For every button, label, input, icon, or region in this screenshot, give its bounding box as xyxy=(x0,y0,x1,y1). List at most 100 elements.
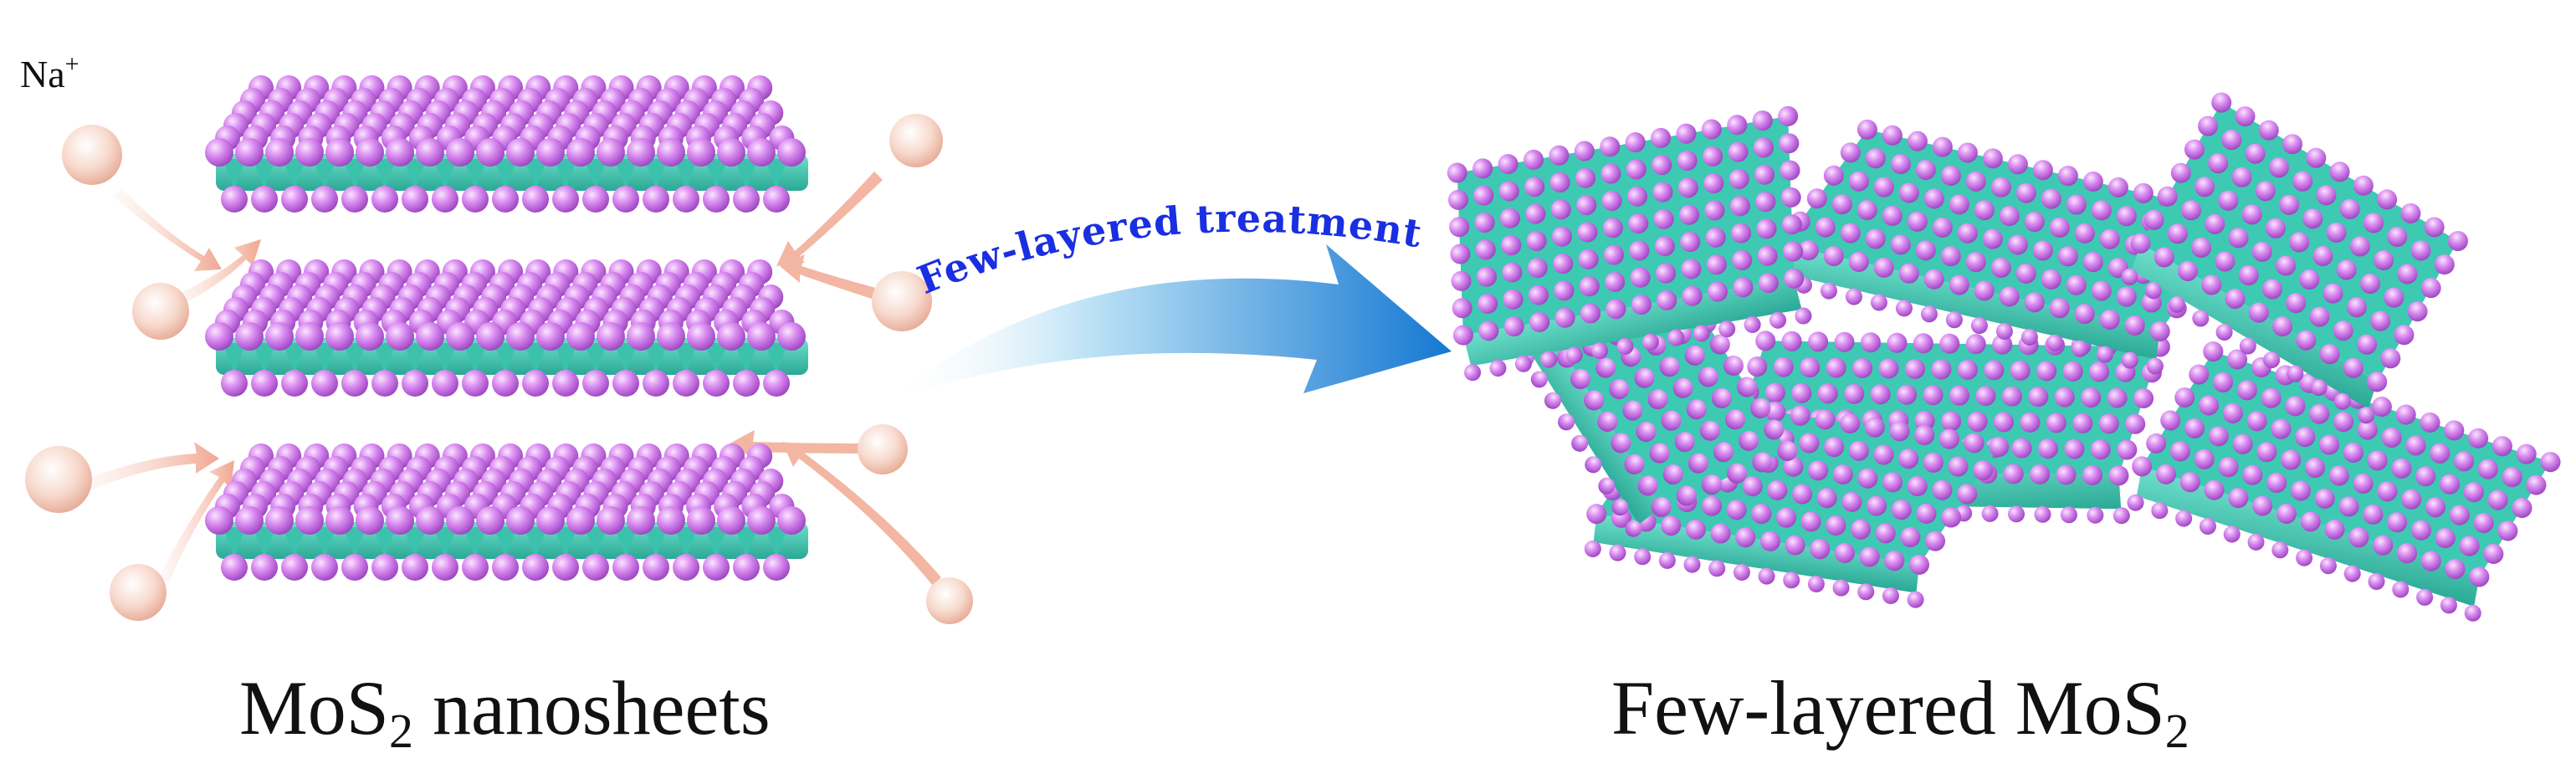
sulfur-atom xyxy=(2082,172,2103,192)
sulfur-atom xyxy=(1649,443,1670,464)
sulfur-atom xyxy=(1873,177,1894,197)
sulfur-atom xyxy=(643,554,669,581)
sulfur-atom xyxy=(1679,204,1700,225)
sulfur-atom xyxy=(1792,484,1813,505)
sulfur-atom xyxy=(1732,249,1753,270)
sulfur-atom xyxy=(1601,190,1622,211)
sulfur-atom xyxy=(432,370,458,397)
sulfur-atom xyxy=(1817,383,1838,404)
sulfur-atom xyxy=(1651,127,1672,148)
sodium-ion-charge: + xyxy=(64,50,79,78)
sulfur-atom xyxy=(2305,458,2326,479)
sulfur-atom xyxy=(703,186,730,213)
sulfur-atom xyxy=(1755,192,1776,213)
sodium-ion xyxy=(858,424,908,474)
sulfur-atom xyxy=(1576,195,1597,216)
sulfur-atom xyxy=(2363,504,2384,525)
sulfur-atom xyxy=(2310,379,2328,397)
sulfur-atom xyxy=(1940,246,1961,267)
sulfur-atom xyxy=(2090,439,2111,460)
sulfur-atom xyxy=(1982,228,2003,249)
sulfur-atom xyxy=(1816,488,1837,509)
sulfur-atom xyxy=(1750,397,1771,418)
sulfur-atom xyxy=(2199,395,2220,416)
sulfur-atom xyxy=(1687,453,1708,474)
sulfur-atom xyxy=(1864,417,1885,438)
sulfur-atom xyxy=(2178,260,2199,281)
molybdenum-atom xyxy=(373,159,397,189)
sulfur-atom xyxy=(462,186,489,213)
sulfur-atom xyxy=(747,322,776,351)
sulfur-atom xyxy=(1890,234,1911,255)
sodium-ion xyxy=(132,283,189,340)
molybdenum-atom xyxy=(674,159,698,189)
sulfur-atom xyxy=(2125,413,2146,434)
sulfur-atom xyxy=(1799,433,1820,454)
sulfur-atom xyxy=(2153,247,2174,268)
sulfur-atom xyxy=(1889,421,1910,442)
sulfur-atom xyxy=(1706,254,1727,275)
sulfur-atom xyxy=(1904,359,1925,380)
sulfur-atom xyxy=(673,370,699,397)
sulfur-atom xyxy=(2371,397,2392,418)
sulfur-atom xyxy=(462,370,489,397)
right-caption-prefix: Few-layered MoS xyxy=(1611,665,2165,751)
sulfur-atom xyxy=(2208,426,2229,447)
sulfur-atom xyxy=(1449,217,1470,238)
sulfur-atom xyxy=(1628,213,1649,234)
sulfur-atom xyxy=(1731,223,1752,243)
sulfur-atom xyxy=(1514,355,1532,372)
molybdenum-atom xyxy=(614,343,638,373)
sulfur-atom xyxy=(1452,298,1472,319)
molybdenum-atom xyxy=(253,159,276,189)
sulfur-atom xyxy=(522,370,549,397)
sulfur-atom xyxy=(1600,163,1621,184)
sulfur-atom xyxy=(2357,334,2378,355)
sulfur-atom xyxy=(1674,432,1695,453)
sulfur-atom xyxy=(205,138,233,167)
sulfur-atom xyxy=(1657,290,1677,310)
sulfur-atom xyxy=(2395,404,2416,425)
sulfur-atom xyxy=(2107,387,2128,408)
sulfur-atom xyxy=(1744,315,1761,333)
mos2-flake xyxy=(2127,341,2561,622)
sulfur-atom xyxy=(2066,274,2087,295)
sulfur-atom xyxy=(2180,200,2201,221)
sulfur-atom xyxy=(1834,542,1855,563)
sodium-ion-label: Na+ xyxy=(20,52,79,94)
sulfur-atom xyxy=(2218,190,2239,211)
sulfur-atom xyxy=(1681,259,1702,279)
sulfur-atom xyxy=(627,506,655,535)
sulfur-atom xyxy=(2099,228,2120,249)
sulfur-atom xyxy=(2252,495,2273,516)
sulfur-atom xyxy=(1810,539,1831,560)
sulfur-atom xyxy=(2091,280,2112,301)
sulfur-atom xyxy=(2160,410,2181,431)
sulfur-atom xyxy=(1783,571,1800,589)
sulfur-atom xyxy=(733,554,760,581)
sulfur-atom xyxy=(1915,160,1936,181)
sulfur-atom xyxy=(717,138,745,167)
sulfur-atom xyxy=(1753,137,1774,158)
sulfur-atom xyxy=(2146,433,2167,454)
sulfur-atom xyxy=(1558,413,1575,431)
sulfur-atom xyxy=(2010,360,2031,381)
molybdenum-atom xyxy=(674,527,698,557)
sulfur-atom xyxy=(1757,245,1778,266)
sulfur-atom xyxy=(2036,361,2057,382)
sulfur-atom xyxy=(1851,519,1872,540)
sulfur-atom xyxy=(1845,288,1862,305)
sulfur-atom xyxy=(2024,292,2045,313)
sulfur-atom xyxy=(1832,579,1850,597)
sulfur-atom xyxy=(2392,581,2410,598)
sulfur-atom xyxy=(2034,505,2051,523)
sulfur-atom xyxy=(2420,551,2441,571)
sulfur-atom xyxy=(1840,223,1861,243)
sulfur-atom xyxy=(506,138,535,167)
sulfur-atom xyxy=(777,506,806,535)
sulfur-atom xyxy=(1451,270,1472,291)
sulfur-atom xyxy=(432,186,458,213)
sulfur-atom xyxy=(1909,554,1930,575)
sulfur-atom xyxy=(462,554,489,581)
sulfur-atom xyxy=(1882,206,1903,227)
